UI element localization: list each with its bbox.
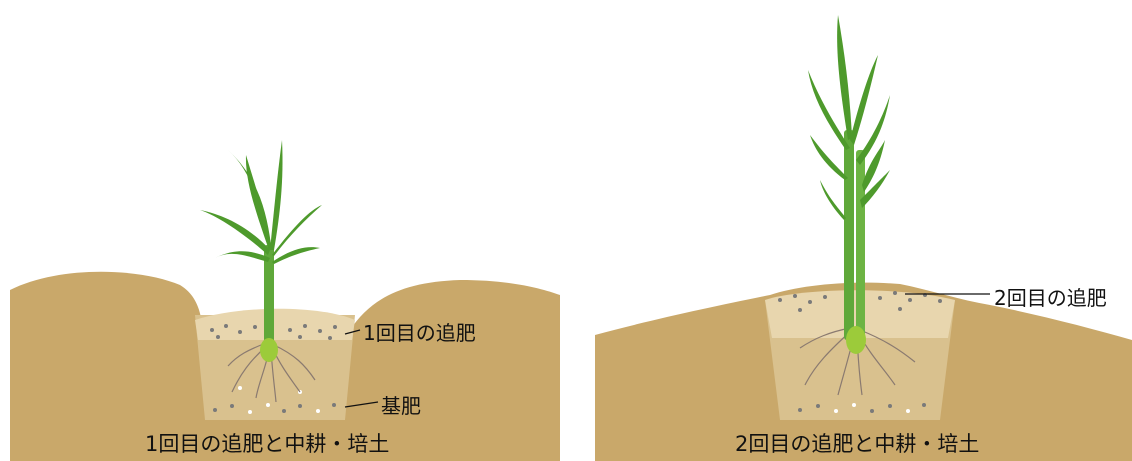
right-topdress-fertilizer <box>778 291 942 312</box>
left-panel <box>10 140 560 461</box>
right-caption: 2回目の追肥と中耕・培土 <box>735 432 980 456</box>
right-cane-leaves <box>808 15 890 220</box>
right-panel <box>595 15 1132 461</box>
left-cane-stalk <box>264 245 274 345</box>
left-pit <box>195 315 355 420</box>
left-topdress-label: 1回目の追肥 <box>363 321 476 345</box>
right-topdress-label: 2回目の追肥 <box>994 286 1107 310</box>
left-cane-leaves <box>200 140 322 264</box>
left-caption: 1回目の追肥と中耕・培土 <box>145 432 390 456</box>
left-hilled-soil <box>195 308 355 340</box>
right-base-fertilizer <box>798 403 926 413</box>
left-topdress-fertilizer <box>210 324 337 340</box>
left-base-leader <box>344 401 379 408</box>
right-cane-stalk-2 <box>856 150 865 340</box>
right-cane-stalk-1 <box>844 130 854 340</box>
left-topdress-leader <box>344 329 361 335</box>
left-base-label: 基肥 <box>381 394 421 418</box>
